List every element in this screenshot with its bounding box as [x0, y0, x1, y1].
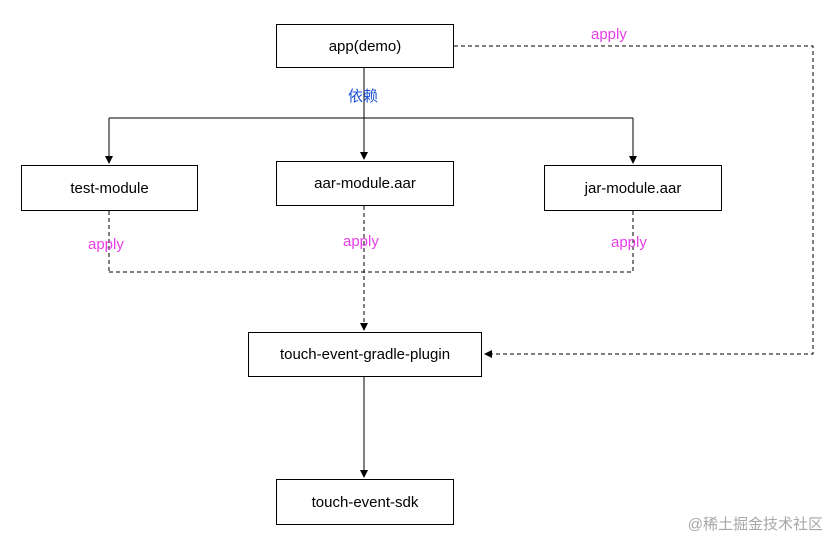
dependency-edges	[105, 68, 637, 478]
node-jar-module: jar-module.aar	[544, 165, 722, 211]
watermark: @稀土掘金技术社区	[687, 516, 823, 533]
label-apply-jar: apply	[611, 234, 647, 251]
label-apply-aar: apply	[343, 233, 379, 250]
node-test-module: test-module	[21, 165, 198, 211]
apply-edges	[108, 45, 814, 358]
node-aar-module: aar-module.aar	[276, 161, 454, 206]
label-dependency: 依赖	[348, 88, 379, 105]
node-plugin: touch-event-gradle-plugin	[248, 332, 482, 377]
node-sdk: touch-event-sdk	[276, 479, 454, 525]
label-apply-test: apply	[88, 236, 124, 253]
label-apply-top: apply	[591, 26, 627, 43]
edge-app-apply	[454, 45, 814, 358]
node-app: app(demo)	[276, 24, 454, 68]
